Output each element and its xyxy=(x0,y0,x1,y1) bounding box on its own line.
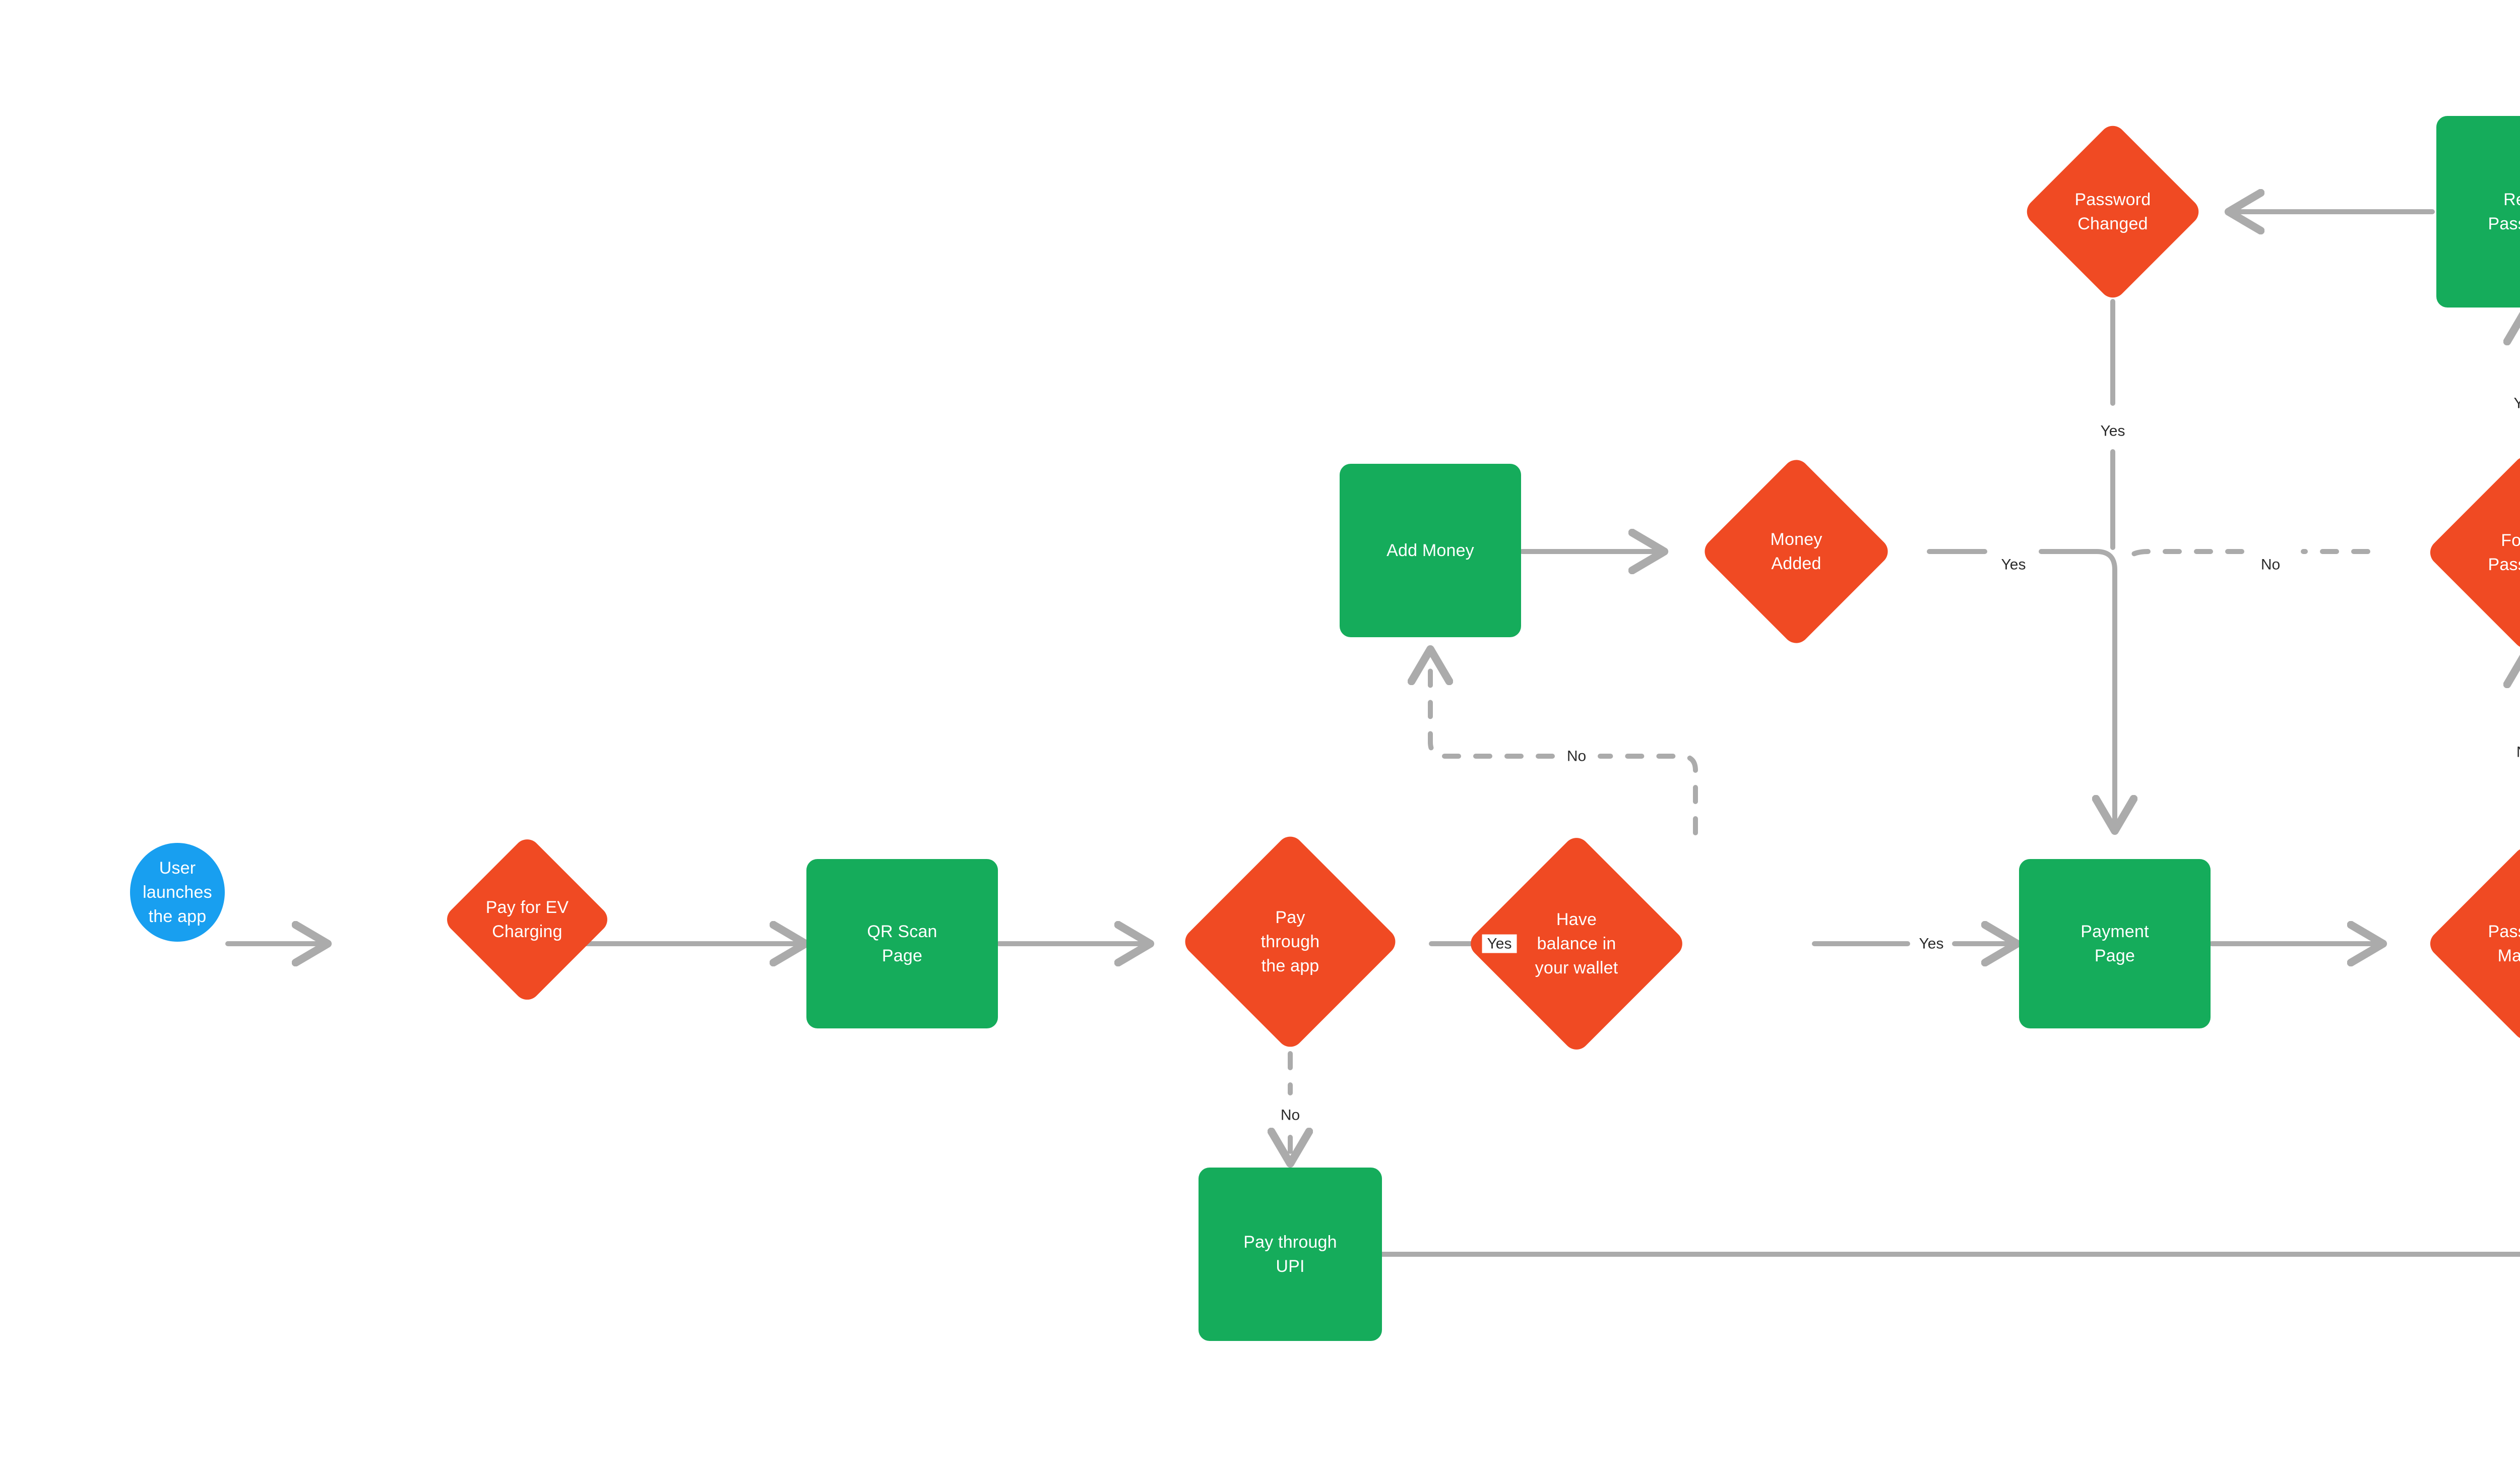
edge-forgot-pw-to-payment-page-2 xyxy=(2124,549,2244,562)
edge-label-balance-no: No xyxy=(1561,747,1592,766)
edge-balance-to-add-money xyxy=(1598,754,1698,835)
node-money-added[interactable]: Money Added xyxy=(1663,451,1929,652)
edge-label-money-added-yes: Yes xyxy=(1996,555,2031,574)
edge-money-added-to-payment-curve xyxy=(2039,549,2115,830)
edge-label-pw-match-no: No xyxy=(2511,743,2520,762)
node-label: Password Match? xyxy=(2488,922,2520,965)
node-label: Money Added xyxy=(1770,529,1822,573)
node-label: Reset Password xyxy=(2488,190,2520,233)
node-label: Password Changed xyxy=(2074,190,2151,233)
node-qr-scan-page[interactable]: QR Scan Page xyxy=(806,859,998,1028)
node-label: Pay through UPI xyxy=(1243,1232,1337,1276)
node-label: Payment Page xyxy=(2081,922,2149,965)
node-forgot-password[interactable]: Forgot Password xyxy=(2384,451,2520,654)
edge-label-forgot-pw-no: No xyxy=(2255,555,2286,574)
node-user-launches-the-app[interactable]: User launches the app xyxy=(130,843,225,942)
edge-label-balance-yes: Yes xyxy=(1914,934,1949,953)
edge-label-pay-app-yes: Yes xyxy=(1482,934,1517,953)
node-pay-for-ev-charging[interactable]: Pay for EV Charging xyxy=(428,834,626,1005)
edge-label-forgot-pw-yes: Yes xyxy=(2508,394,2520,413)
node-label: Pay through the app xyxy=(1261,907,1320,976)
node-label: QR Scan Page xyxy=(867,922,937,965)
node-reset-password[interactable]: Reset Password xyxy=(2436,116,2520,308)
node-payment-page[interactable]: Payment Page xyxy=(2019,859,2211,1028)
edge-balance-to-add-money-2 xyxy=(1430,650,1555,759)
node-label: Add Money xyxy=(1387,540,1474,560)
node-add-money[interactable]: Add Money xyxy=(1340,464,1521,637)
node-pay-through-upi[interactable]: Pay through UPI xyxy=(1199,1168,1382,1341)
node-label: User launches the app xyxy=(143,858,212,927)
node-password-changed[interactable]: Password Changed xyxy=(1977,120,2249,303)
node-pay-through-the-app[interactable]: Pay through the app xyxy=(1151,831,1429,1053)
node-label: Have balance in your wallet xyxy=(1535,909,1618,978)
node-label: Pay for EV Charging xyxy=(485,897,569,941)
edge-label-pay-app-no: No xyxy=(1275,1106,1305,1125)
node-password-match[interactable]: Password Match? xyxy=(2400,842,2520,1045)
node-label: Forgot Password xyxy=(2488,530,2520,574)
edge-label-pw-changed-yes: Yes xyxy=(2095,421,2130,441)
node-have-balance-in-your-wallet[interactable]: Have balance in your wallet xyxy=(1458,832,1695,1055)
